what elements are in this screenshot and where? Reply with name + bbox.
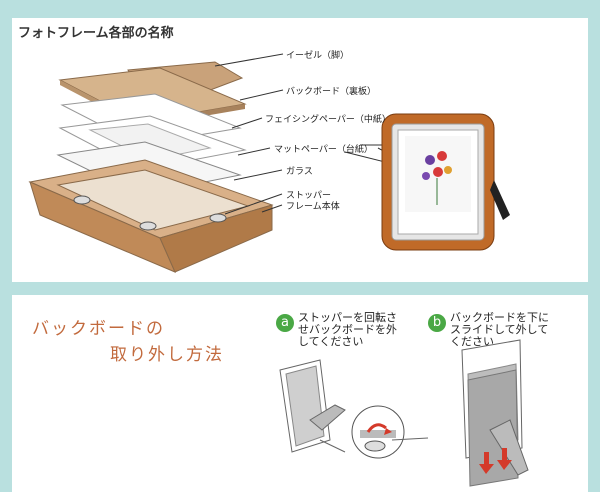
- backboard-label: バックボード（裏板）: [286, 87, 377, 97]
- mat-paper-label: マットペーパー（台紙）: [274, 145, 373, 155]
- stopper-left: [73, 195, 91, 205]
- stopper-label: ストッパー: [286, 191, 332, 201]
- glass-label: ガラス: [286, 167, 313, 177]
- step-a-illustration: [279, 359, 429, 459]
- step-b-text: バックボードを下に スライドして外して ください: [450, 311, 549, 348]
- stopper-bottom: [139, 221, 157, 231]
- step-a-text: ストッパーを回転さ せバックボードを外 してください: [298, 311, 397, 348]
- step-b-marker: b: [428, 314, 446, 332]
- parts-section-title: フォトフレーム各部の名称: [18, 26, 174, 41]
- stopper-right: [209, 213, 227, 223]
- removal-heading-line1: バックボードの: [32, 319, 165, 339]
- frame-body-label: フレーム本体: [286, 202, 340, 212]
- removal-heading-line2: 取り外し方法: [110, 345, 224, 365]
- step-b-illustration: [461, 339, 529, 487]
- assembled-frame-photo: [381, 113, 510, 251]
- step-a-marker: a: [276, 314, 294, 332]
- facing-paper-label: フェイシングペーパー（中紙）: [265, 115, 391, 125]
- easel-label: イーゼル（脚）: [286, 51, 350, 61]
